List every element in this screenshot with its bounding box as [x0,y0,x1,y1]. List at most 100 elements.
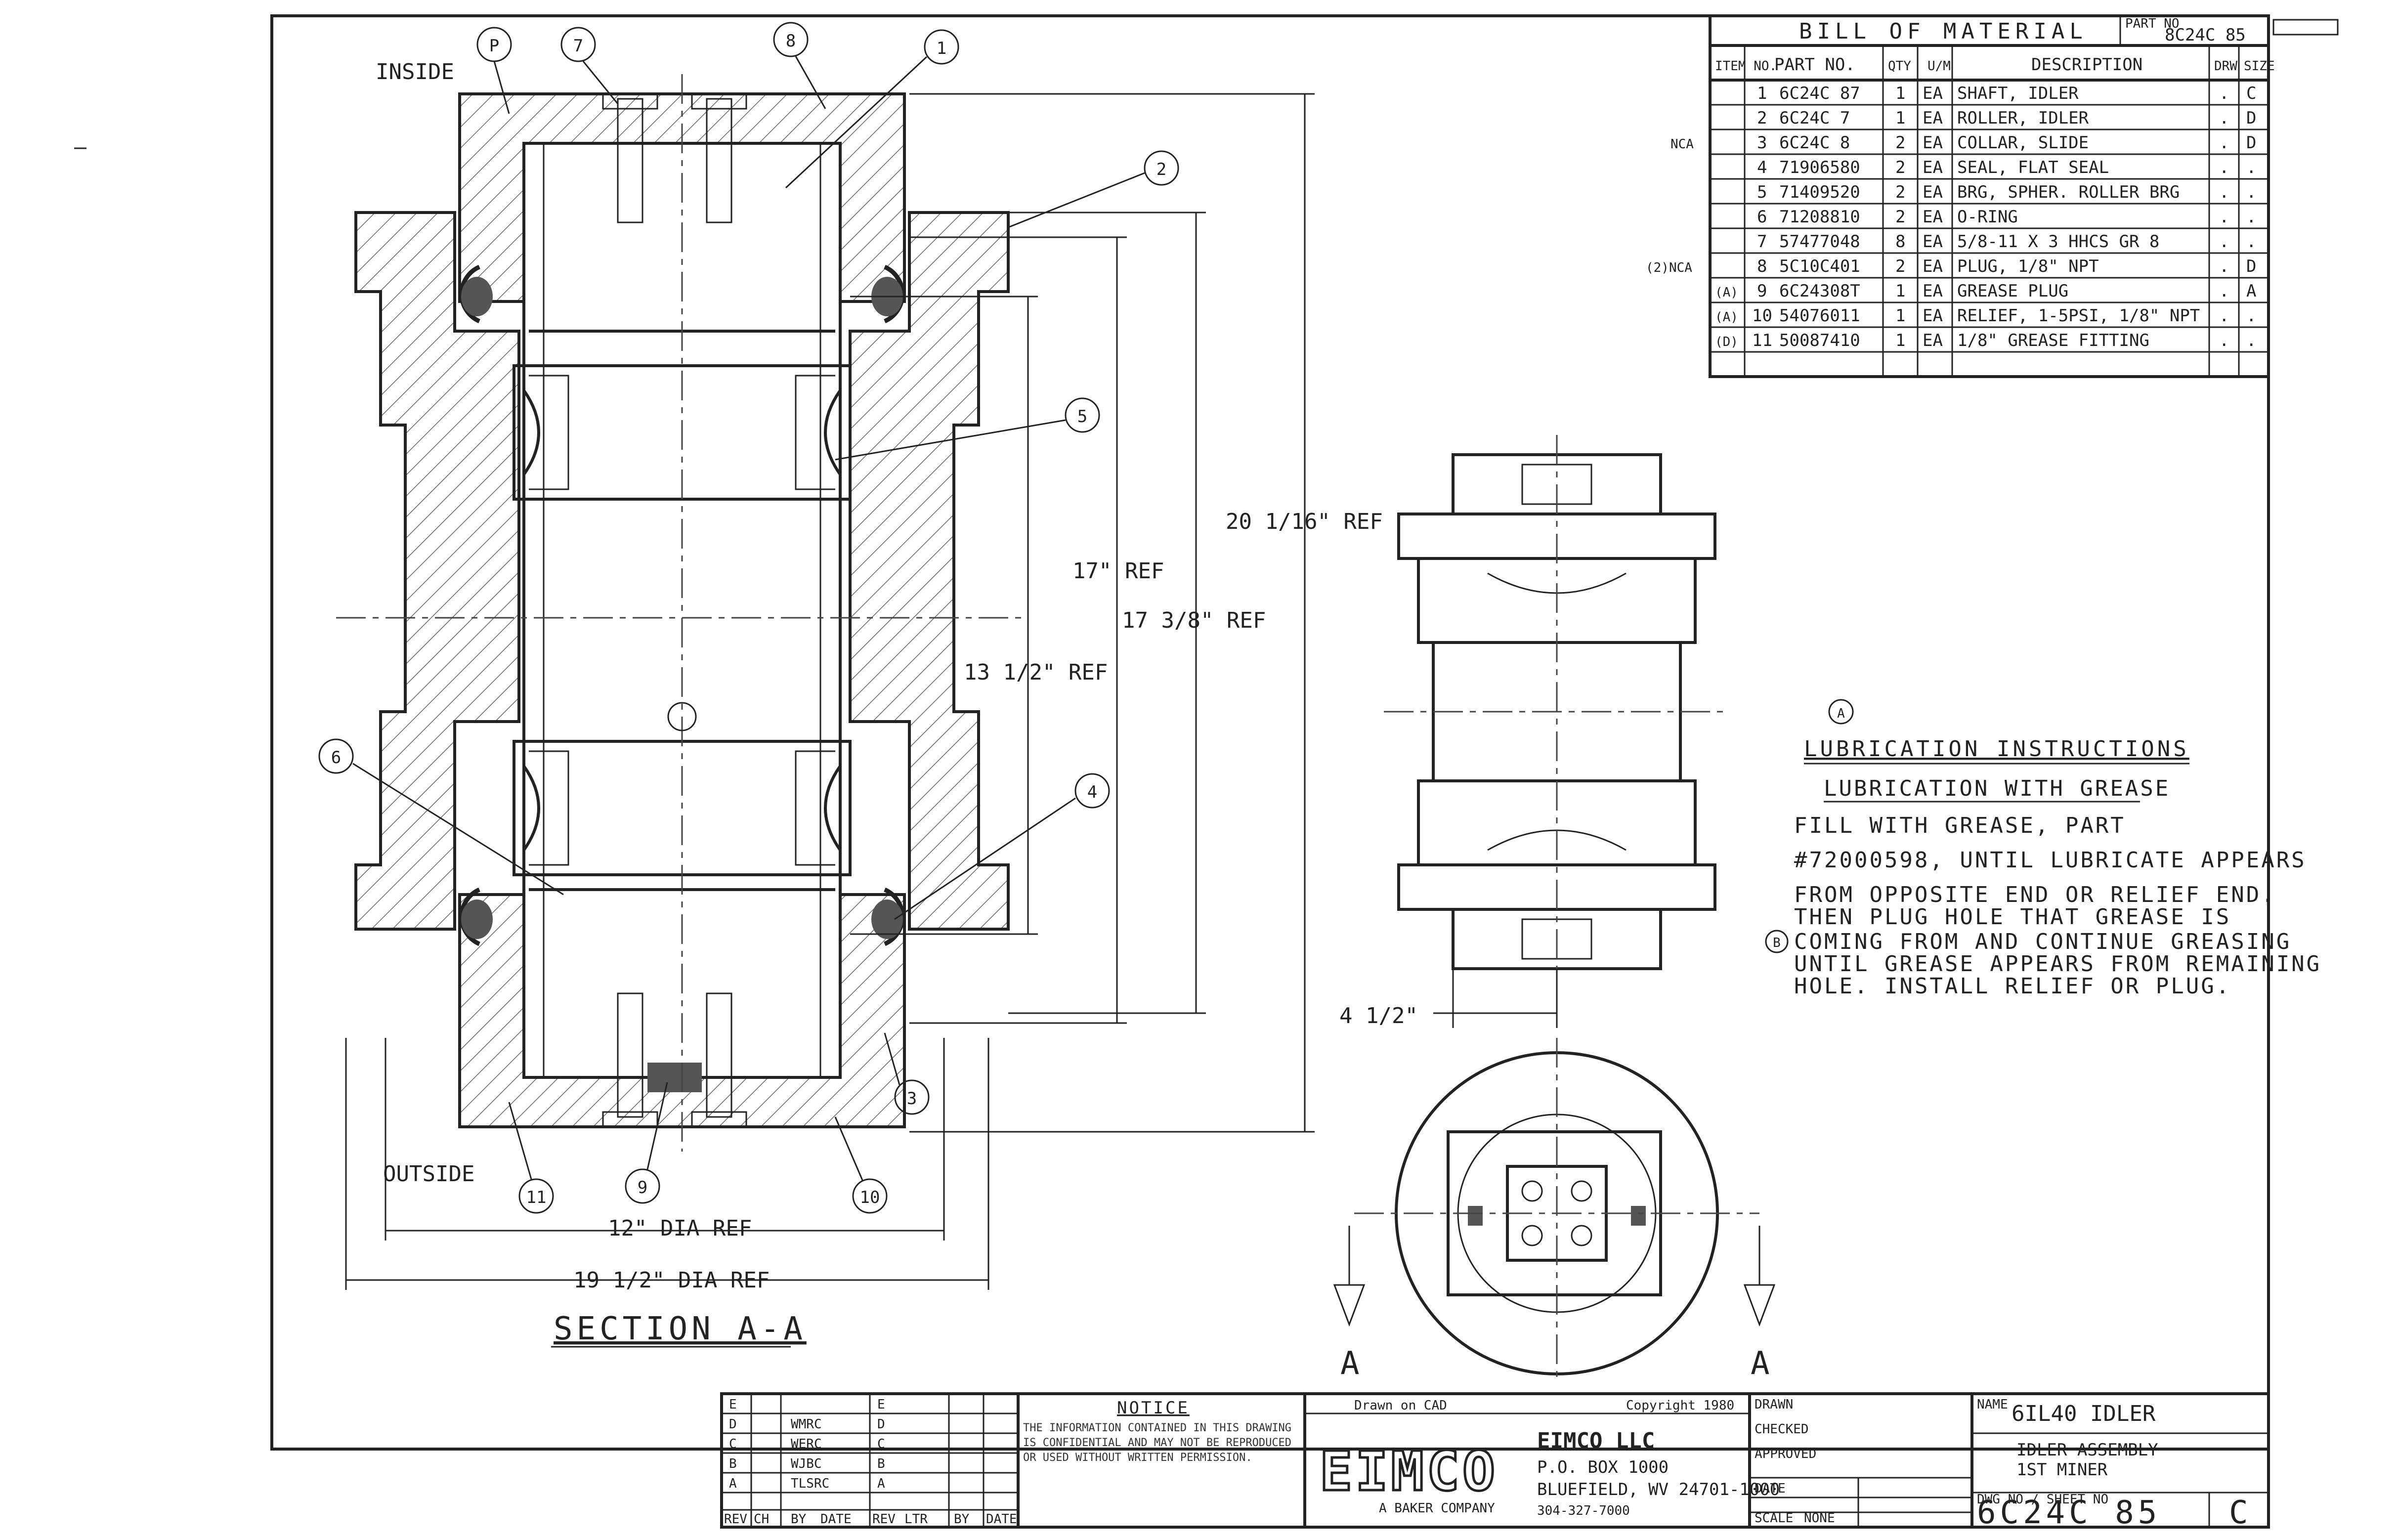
section-letter-left: A [1340,1345,1360,1382]
svg-text:6C24C 7: 6C24C 7 [1779,108,1850,128]
dwg-rev: C [2229,1495,2248,1531]
svg-text:6C24C 8: 6C24C 8 [1779,133,1850,153]
notes-line-2: #72000598, UNTIL LUBRICATE APPEARS [1794,848,2307,873]
svg-text:2: 2 [1156,160,1166,179]
title-line-1: 6IL40 IDLER [2012,1401,2156,1426]
svg-text:O-RING: O-RING [1957,207,2018,227]
svg-text:.: . [2246,158,2256,177]
svg-text:.: . [2219,133,2229,153]
svg-text:BRG, SPHER. ROLLER BRG: BRG, SPHER. ROLLER BRG [1957,182,2180,202]
bom-ref-value: 8C24C 85 [2165,25,2246,45]
drawing-border [270,14,2270,1451]
balloon-7: 7 [560,27,619,104]
lubrication-notes: A LUBRICATION INSTRUCTIONS LUBRICATION W… [1765,699,2321,999]
approval-approved: APPROVED [1755,1447,1816,1461]
svg-text:EA: EA [1923,133,1943,153]
balloon-6: 6 [318,738,564,896]
svg-text:EA: EA [1923,232,1943,252]
svg-text:EA: EA [1923,158,1943,177]
svg-text:EA: EA [1923,331,1943,350]
notes-line-5: COMING FROM AND CONTINUE GREASING [1794,929,2291,954]
notes-line-3: FROM OPPOSITE END OR RELIEF END. [1794,882,2276,907]
copyright: Copyright 1980 [1626,1398,1734,1413]
label-inside: INSIDE [376,59,454,85]
svg-text:.: . [2246,306,2256,326]
svg-text:A: A [877,1476,885,1491]
svg-text:4: 4 [1087,782,1097,802]
notes-line-6: UNTIL GREASE APPEARS FROM REMAINING [1794,951,2321,977]
section-title: SECTION A-A [554,1311,807,1347]
svg-text:1: 1 [1895,108,1905,128]
bolts-bottom [602,992,747,1128]
svg-text:.: . [2246,182,2256,202]
dimension-lines [345,93,1315,1290]
svg-text:.: . [2219,281,2229,301]
svg-text:50087410: 50087410 [1779,331,1860,350]
svg-text:EA: EA [1923,257,1943,276]
svg-text:PLUG, 1/8" NPT: PLUG, 1/8" NPT [1957,257,2099,276]
svg-text:EA: EA [1923,182,1943,202]
svg-text:.: . [2219,84,2229,103]
title-line-2: IDLER ASSEMBLY [2016,1440,2158,1460]
notes-line-7: HOLE. INSTALL RELIEF OR PLUG. [1794,974,2231,999]
svg-text:.: . [2219,331,2229,350]
svg-text:2: 2 [1895,257,1905,276]
svg-text:SIZE: SIZE [2244,59,2275,74]
svg-text:A: A [2246,281,2256,301]
svg-text:C: C [729,1437,737,1452]
svg-text:B: B [729,1456,737,1471]
section-letter-right: A [1751,1345,1770,1382]
svg-text:P: P [489,36,499,56]
svg-text:B: B [877,1456,885,1471]
title-block: E E D WMRC D C WERC C B WJBC B A TLSRC A… [720,1392,2270,1531]
svg-text:6: 6 [1757,207,1767,227]
balloon-9: 9 [625,1082,668,1204]
svg-text:ITEM NO.: ITEM NO. [1715,59,1777,74]
svg-text:2: 2 [1895,182,1905,202]
svg-text:CH: CH [754,1512,769,1527]
notes-subheading: LUBRICATION WITH GREASE [1824,776,2170,801]
svg-text:8: 8 [1757,257,1767,276]
svg-text:5: 5 [1757,182,1767,202]
bom-row: (A) 9 6C24308T 1 EA GREASE PLUG . A [1715,281,2256,301]
bom-row: 7 57477048 8 EA 5/8-11 X 3 HHCS GR 8 . . [1757,232,2256,252]
dim-13-1-2: 13 1/2" REF [964,660,1108,685]
svg-text:1: 1 [937,39,946,58]
phone: 304-327-7000 [1537,1503,1630,1518]
svg-text:D: D [877,1417,885,1432]
svg-text:D: D [2246,257,2256,276]
svg-text:57477048: 57477048 [1779,232,1860,252]
svg-text:.: . [2219,158,2229,177]
balloon-11: 11 [508,1102,554,1214]
svg-text:8: 8 [1895,232,1905,252]
title-label: NAME [1977,1397,2008,1412]
svg-text:C: C [877,1437,885,1452]
title-line-3: 1ST MINER [2016,1460,2108,1480]
dwg-number: 6C24C 85 [1977,1495,2161,1531]
svg-text:D: D [2246,133,2256,153]
dim-12-dia: 12" DIA REF [608,1216,752,1241]
svg-text:WJBC: WJBC [791,1456,822,1471]
revision-row: A TLSRC A [729,1476,885,1491]
bom-ref-label: PART NO [2125,16,2180,31]
side-view [1384,435,1730,1028]
bom-row: 2 6C24C 7 1 EA ROLLER, IDLER . D [1757,108,2256,128]
svg-text:3: 3 [907,1089,917,1109]
balloon-4: 4 [894,773,1110,920]
svg-text:5: 5 [1077,407,1087,427]
svg-text:RELIEF, 1-5PSI, 1/8" NPT: RELIEF, 1-5PSI, 1/8" NPT [1957,306,2200,326]
svg-text:COLLAR, SLIDE: COLLAR, SLIDE [1957,133,2089,153]
svg-text:BY: BY [791,1512,807,1527]
svg-text:E: E [877,1397,885,1412]
svg-text:3: 3 [1757,133,1767,153]
svg-text:EA: EA [1923,207,1943,227]
company-logo: EIMCO [1320,1440,1498,1503]
svg-text:10: 10 [860,1188,880,1207]
svg-text:B: B [1773,936,1781,950]
svg-text:7: 7 [573,36,583,56]
svg-text:1: 1 [1895,281,1905,301]
svg-text:PART NO.: PART NO. [1774,55,1855,75]
svg-text:7: 7 [1757,232,1767,252]
revision-row: E E [729,1397,885,1412]
